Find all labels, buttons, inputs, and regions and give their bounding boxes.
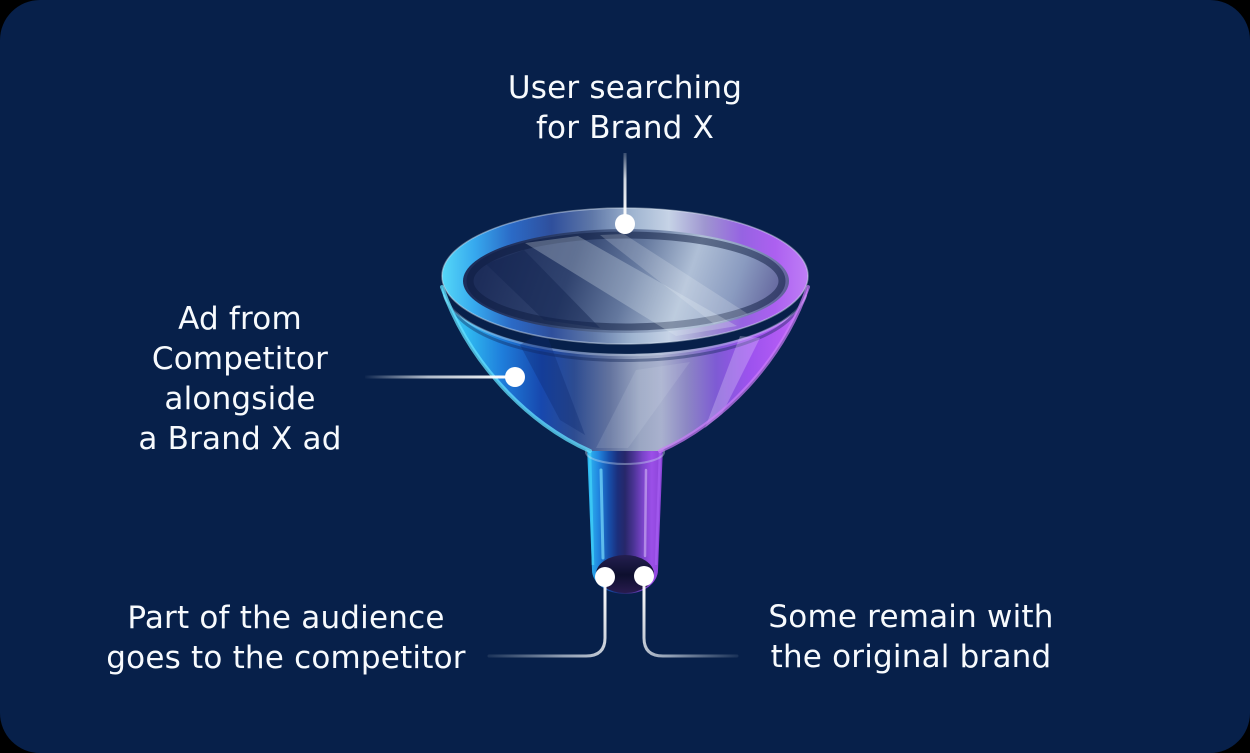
label-line: User searching [507, 70, 743, 106]
spout-streak [643, 468, 648, 558]
label-line: the original brand [770, 639, 1052, 675]
connector-line-bottom-right [642, 584, 739, 658]
connector-dot-left [505, 367, 525, 387]
cone-shadow [520, 330, 585, 435]
label-competitor-ad: Ad from Competitor alongside a Brand X a… [60, 299, 420, 459]
interior-edge-shadow [466, 231, 786, 331]
cone-reflection [705, 336, 760, 428]
funnel-cone [442, 287, 808, 451]
connector-dot-top [615, 214, 635, 234]
label-remain-original-brand: Some remain with the original brand [681, 597, 1141, 677]
connector-dot-bottom-left [595, 567, 615, 587]
label-line: a Brand X ad [138, 421, 342, 457]
spout-left-edge-highlight [588, 451, 595, 566]
interior-shadow [486, 250, 600, 328]
label-line: Competitor [151, 341, 329, 377]
spout-right-edge-highlight [654, 451, 662, 566]
cone-seam [442, 294, 808, 357]
label-line: Ad from [178, 301, 302, 337]
label-line: Part of the audience [127, 600, 445, 636]
spout-streak [599, 468, 605, 560]
label-line: for Brand X [535, 110, 715, 146]
interior-reflection [525, 236, 737, 336]
label-line: alongside [164, 381, 316, 417]
interior-reflection [600, 234, 748, 324]
label-user-searching: User searching for Brand X [425, 68, 825, 148]
funnel-spout [587, 446, 663, 594]
funnel-interior [463, 229, 789, 333]
label-audience-to-competitor: Part of the audience goes to the competi… [56, 598, 516, 678]
connector-line-bottom-left [487, 585, 607, 658]
connector-dot-bottom-right [634, 566, 654, 586]
label-line: Some remain with [768, 599, 1054, 635]
cone-seam-shadow [450, 306, 800, 363]
label-line: goes to the competitor [106, 640, 466, 676]
cone-right-edge-highlight [658, 285, 810, 453]
cone-left-edge-highlight [440, 285, 592, 453]
cone-reflection [596, 362, 690, 448]
